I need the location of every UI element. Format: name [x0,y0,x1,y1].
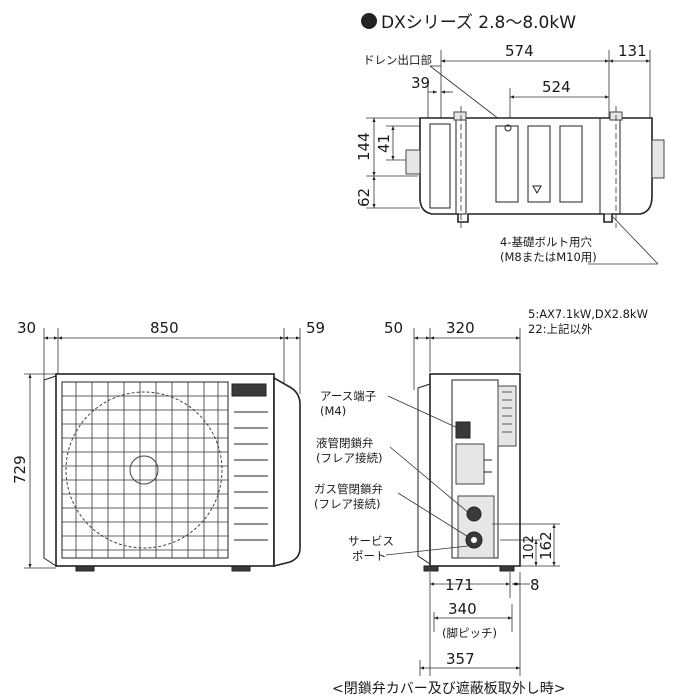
dim-50: 50 [384,319,403,337]
footer-note: <閉鎖弁カバー及び遮蔽板取外し時> [332,681,565,697]
dim-62: 62 [355,188,373,207]
dim-59: 59 [306,319,325,337]
title-bullet-icon [361,13,377,29]
dim-144: 144 [355,132,373,161]
dim-357: 357 [446,650,475,668]
dim-574: 574 [505,42,534,60]
dim-39: 39 [411,74,430,92]
liquid-valve-label: 液管閉鎖弁 [316,436,374,450]
dim-8: 8 [530,576,540,594]
liquid-valve-spec: (フレア接続) [316,451,382,465]
fan-grille [62,382,228,558]
dim-729: 729 [11,455,29,484]
earth-terminal-spec: (M4) [320,404,346,418]
dim-320: 320 [446,319,475,337]
model-note-1: 5:AX7.1kW,DX2.8kW [528,307,648,321]
side-view: 50 320 5:AX7.1kW,DX2.8kW 22:上記以外 アース端子 (… [314,307,648,676]
gas-valve-label: ガス管閉鎖弁 [314,482,383,496]
top-view: 574 131 524 39 ドレン出口部 144 41 62 [355,42,665,265]
drain-label: ドレン出口部 [363,53,432,67]
model-note-2: 22:上記以外 [528,322,593,336]
dim-850: 850 [150,319,179,337]
gas-valve-spec: (フレア接続) [314,497,380,511]
dim-102: 102 [522,535,537,560]
dim-524: 524 [542,78,571,96]
dim-340: 340 [448,600,477,618]
dim-41: 41 [375,134,393,153]
leg-pitch-label: (脚ピッチ) [442,626,497,640]
page-title: DXシリーズ 2.8〜8.0kW [381,13,576,33]
dim-131: 131 [618,42,647,60]
front-view: 30 850 59 729 [11,319,325,572]
earth-terminal-label: アース端子 [320,389,376,403]
dim-162: 162 [537,531,555,560]
bolt-hole-label: 4-基礎ボルト用穴 [500,235,592,249]
service-port-label-2: ポート [352,549,387,563]
bolt-hole-spec: (M8またはM10用) [500,250,597,264]
dim-171: 171 [445,576,474,594]
service-port-label: サービス [348,534,394,548]
dim-30: 30 [17,319,36,337]
